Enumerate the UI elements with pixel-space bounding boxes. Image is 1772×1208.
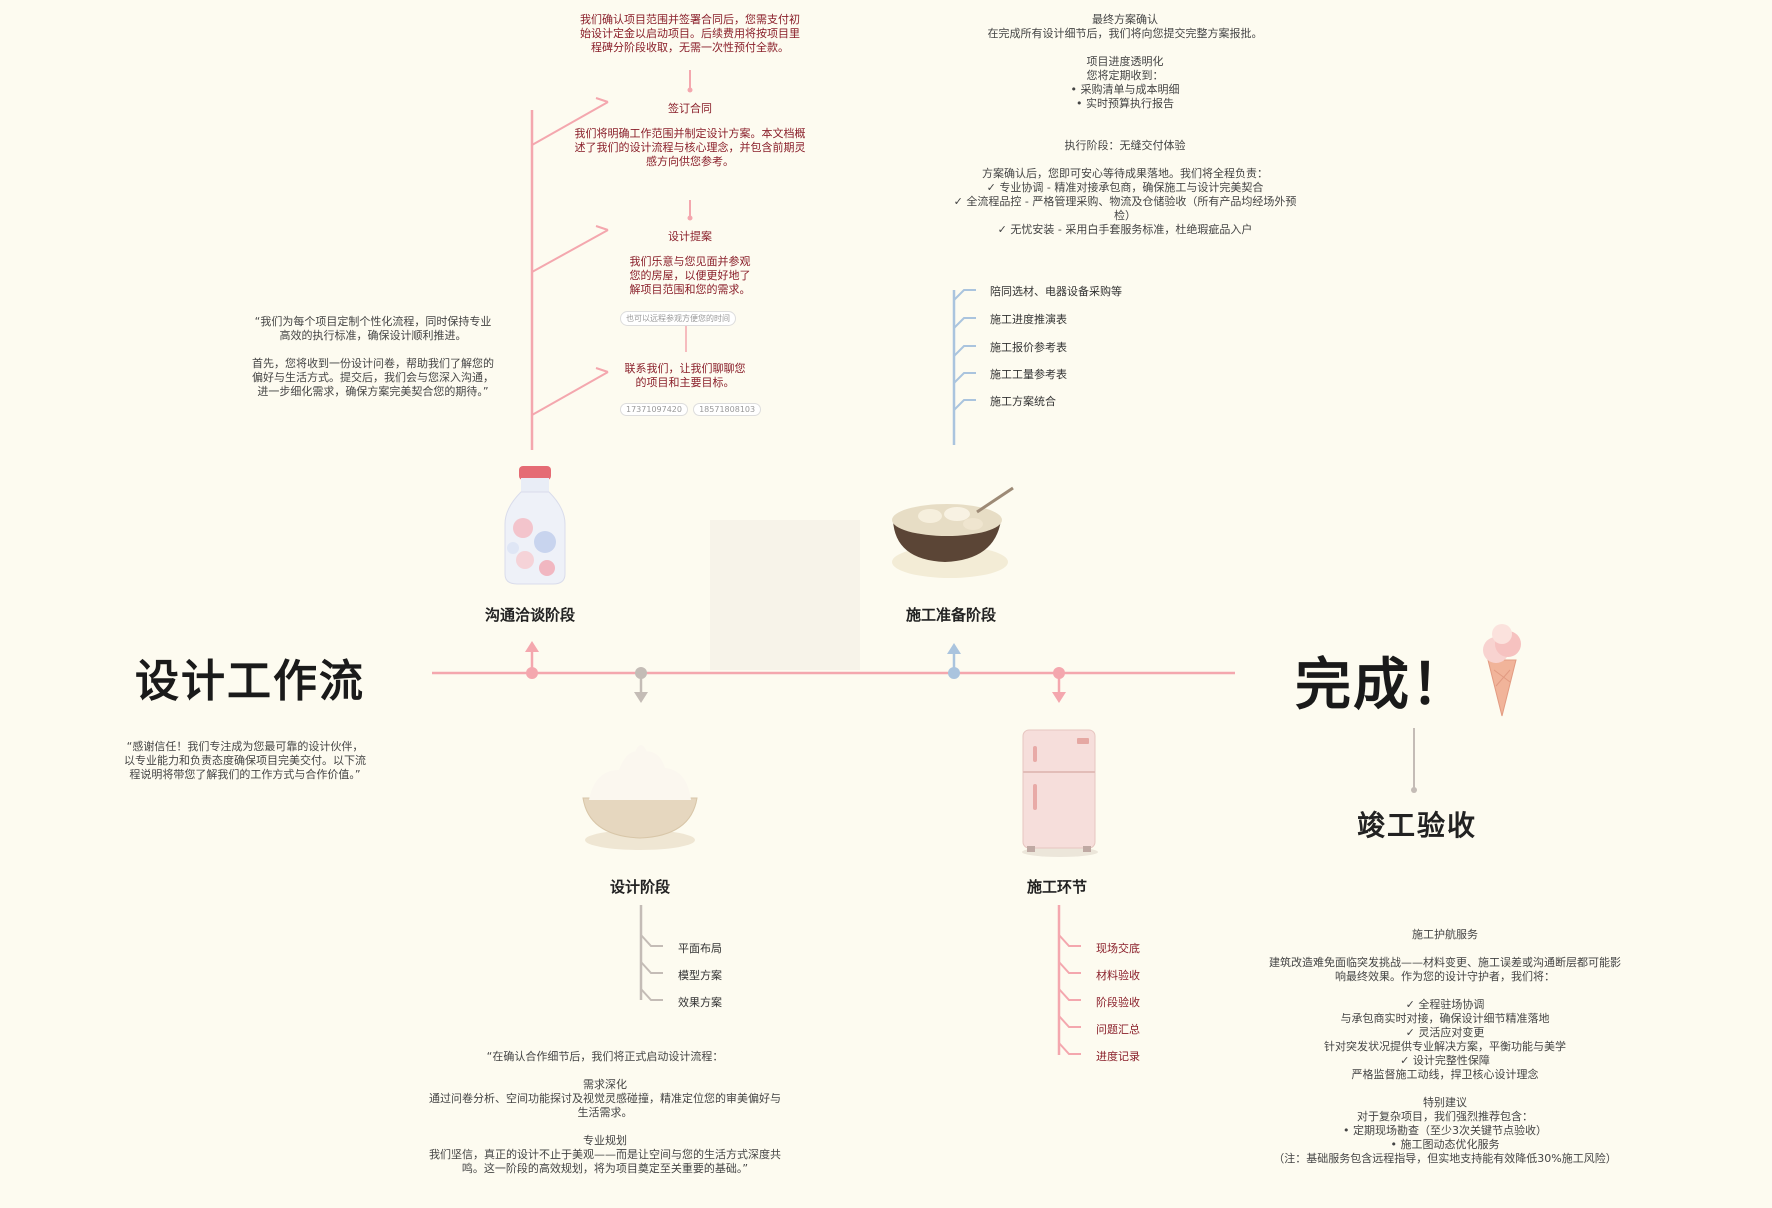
contact-note: 联系我们，让我们聊聊您 的项目和主要目标。 (624, 362, 746, 389)
page-title: 设计工作流 (135, 656, 365, 707)
refrigerator-icon (1015, 728, 1105, 858)
stage-label-prep: 施工准备阶段 (906, 606, 997, 624)
acceptance-title: 竣工验收 (1357, 809, 1478, 842)
design-item: 模型方案 (678, 969, 722, 982)
contract-label: 签订合同 (668, 102, 712, 115)
communication-side-note: “我们为每个项目定制个性化流程，同时保持专业 高效的执行标准，确保设计顺利推进。… (252, 315, 494, 398)
construction-item: 阶段验收 (1096, 996, 1140, 1009)
construction-item: 材料验收 (1096, 969, 1140, 982)
stage-label-design: 设计阶段 (610, 878, 671, 896)
prep-item: 陪同选材、电器设备采购等 (990, 285, 1122, 298)
prep-item: 施工工量参考表 (990, 368, 1067, 381)
proposal-label: 设计提案 (668, 230, 712, 243)
phone-pill[interactable]: 18571808103 (693, 403, 762, 416)
acceptance-note: 施工护航服务 建筑改造难免面临突发挑战——材料变更、施工误差或沟通断层都可能影 … (1269, 928, 1621, 1165)
construction-item: 现场交底 (1096, 942, 1140, 955)
design-note: “在确认合作细节后，我们将正式启动设计流程： 需求深化 通过问卷分析、空间功能探… (429, 1050, 781, 1175)
phone-pill[interactable]: 17371097420 (620, 403, 688, 416)
remote-visit-pill: 也可以远程参观方便您的时间 (620, 306, 736, 326)
prep-item: 施工报价参考表 (990, 341, 1067, 354)
cream-bowl-icon (575, 740, 705, 855)
prep-top-note: 最终方案确认 在完成所有设计细节后，我们将向您提交完整方案报批。 项目进度透明化… (953, 13, 1297, 236)
stage-label-communication: 沟通洽谈阶段 (485, 606, 576, 624)
watermark-block (710, 520, 860, 670)
construction-item: 进度记录 (1096, 1050, 1140, 1063)
construction-item: 问题汇总 (1096, 1023, 1140, 1036)
design-item: 效果方案 (678, 996, 722, 1009)
done-title: 完成！ (1295, 653, 1469, 718)
prep-item: 施工方案统合 (990, 395, 1056, 408)
stage-label-construction: 施工环节 (1027, 878, 1088, 896)
dessert-pot-icon (885, 480, 1020, 590)
intro-note: “感谢信任！我们专注成为您最可靠的设计伙伴， 以专业能力和负责态度确保项目完美交… (124, 740, 366, 781)
phone-pills: 17371097420 18571808103 (620, 397, 762, 416)
proposal-note: 我们乐意与您见面并参观 您的房屋，以便更好地了 解项目范围和您的需求。 (629, 255, 751, 296)
milk-bottle-icon (495, 460, 575, 590)
design-item: 平面布局 (678, 942, 722, 955)
contract-note: 我们将明确工作范围并制定设计方案。本文档概 述了我们的设计流程与核心理念，并包含… (574, 127, 806, 168)
ice-cream-cone-icon (1472, 620, 1532, 720)
contract-top-note: 我们确认项目范围并签署合同后，您需支付初 始设计定金以启动项目。后续费用将按项目… (580, 13, 800, 54)
prep-item: 施工进度推演表 (990, 313, 1067, 326)
